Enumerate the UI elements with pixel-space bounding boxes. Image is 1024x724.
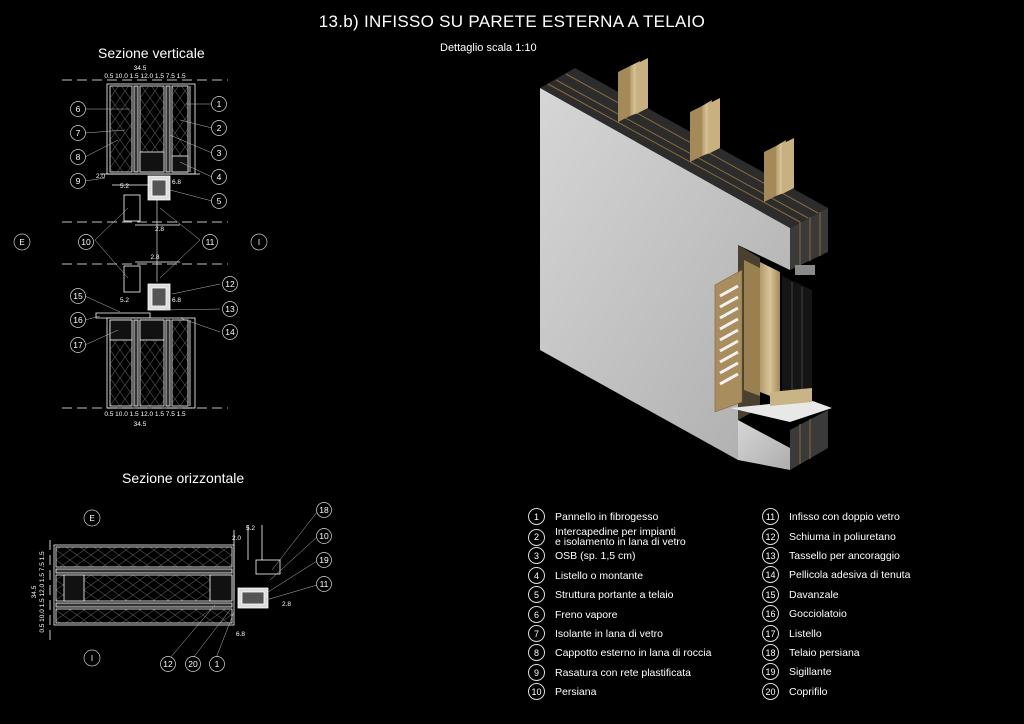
callout-1: 1 — [217, 99, 222, 109]
shutter-slats — [719, 284, 739, 386]
dim-5-2-bottom: 5.2 — [120, 297, 129, 304]
callout-13: 13 — [225, 304, 235, 314]
horizontal-dimensions: 5.2 2.0 6.8 2.8 34.5 0.5 10.0 1.5 12.0 1… — [31, 525, 291, 638]
dim-2-8-top: 2.8 — [155, 226, 164, 233]
callout-11: 11 — [206, 237, 215, 247]
dim-total-top: 34.5 — [134, 65, 147, 72]
horizontal-section-label: Sezione orizzontale — [122, 470, 245, 486]
callout-h-19: 19 — [319, 555, 329, 565]
callout-h-1: 1 — [215, 659, 220, 669]
callout-h-11: 11 — [320, 579, 329, 589]
dim-6-8-bottom: 6.8 — [172, 297, 181, 304]
dim-layers-bottom: 0.5 10.0 1.5 12.0 1.5 7.5 1.5 — [104, 411, 186, 418]
vertical-dimensions-top: 34.5 0.5 10.0 1.5 12.0 1.5 7.5 1.5 5.2 6… — [96, 65, 186, 233]
vertical-dimensions-bottom: 2.8 5.2 6.8 0.5 10.0 1.5 12.0 1.5 7.5 1.… — [104, 254, 186, 428]
dim-total-bottom: 34.5 — [134, 421, 147, 428]
callout-14: 14 — [225, 327, 235, 337]
dim-h-6-8: 6.8 — [236, 631, 245, 638]
callout-7: 7 — [76, 128, 81, 138]
vertical-section-bottom — [62, 240, 228, 409]
dim-2-8-bottom: 2.8 — [150, 254, 159, 261]
vertical-section-top — [62, 79, 228, 240]
callout-h-20: 20 — [188, 659, 198, 669]
page-title: 13.b) INFISSO SU PARETE ESTERNA A TELAIO — [318, 12, 706, 31]
dim-2-0-top: 2.0 — [96, 173, 105, 180]
dim-h-total: 34.5 — [31, 585, 38, 598]
callout-h-18: 18 — [319, 505, 329, 515]
callout-6: 6 — [76, 104, 81, 114]
marker-exterior-horizontal: E — [89, 514, 94, 523]
dim-h-5-2: 5.2 — [246, 525, 255, 532]
horizontal-section — [49, 525, 281, 640]
dim-5-2-top: 5.2 — [120, 183, 129, 190]
callout-10: 10 — [81, 237, 91, 247]
callout-8: 8 — [76, 152, 81, 162]
horizontal-leaders — [169, 511, 318, 659]
callout-17: 17 — [73, 340, 83, 350]
dim-h-2-8: 2.8 — [282, 601, 291, 608]
dim-h-layers: 0.5 10.0 1.5 12.0 1.5 7.5 1.5 — [39, 551, 46, 633]
dim-6-8-top: 6.8 — [172, 179, 181, 186]
callout-h-10: 10 — [319, 531, 329, 541]
marker-interior-horizontal: I — [91, 654, 93, 663]
vertical-leaders — [84, 103, 221, 346]
callout-16: 16 — [73, 315, 83, 325]
side-markers — [13, 233, 268, 667]
vertical-callout-circles — [70, 96, 238, 353]
callout-5: 5 — [217, 196, 222, 206]
marker-interior-vertical: I — [258, 238, 260, 247]
callout-12: 12 — [225, 279, 235, 289]
axonometric-wall-view — [540, 58, 832, 470]
dim-h-2-0: 2.0 — [232, 535, 241, 542]
horizontal-callout-circles — [160, 502, 332, 672]
callout-15: 15 — [73, 291, 83, 301]
callout-4: 4 — [217, 172, 222, 182]
vertical-section-label: Sezione verticale — [98, 45, 205, 61]
callout-h-12: 12 — [163, 659, 173, 669]
timber-studs — [618, 58, 794, 202]
marker-exterior-vertical: E — [19, 238, 24, 247]
scale-subtitle: Dettaglio scala 1:10 — [440, 42, 537, 54]
callout-3: 3 — [217, 148, 222, 158]
callout-2: 2 — [217, 123, 222, 133]
callout-9: 9 — [76, 176, 81, 186]
dim-layers-top: 0.5 10.0 1.5 12.0 1.5 7.5 1.5 — [104, 73, 186, 80]
